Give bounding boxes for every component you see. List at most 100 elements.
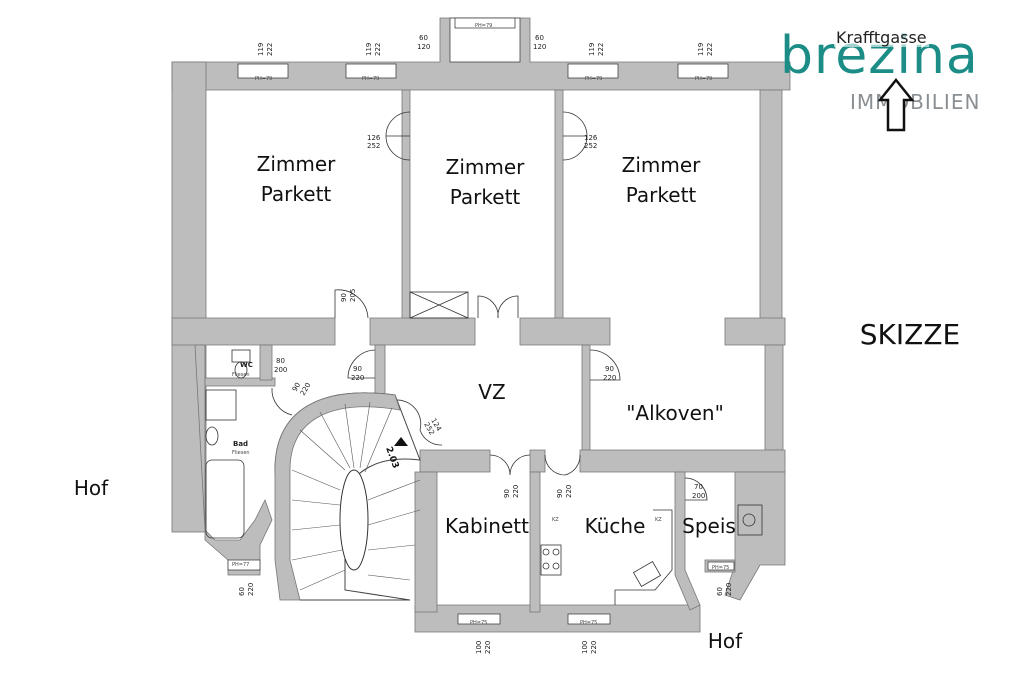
door-z2-z3 xyxy=(562,111,588,161)
label-kabinett: Kabinett xyxy=(445,514,529,538)
door-zimmer1 xyxy=(334,289,369,319)
dim-17: 60 xyxy=(238,587,246,596)
kz-1: KZ xyxy=(552,517,559,523)
wall-kabinett-kueche xyxy=(529,471,541,613)
dim-6: 119 xyxy=(697,43,705,56)
dim-19: 100 xyxy=(475,641,483,654)
wall-wc-right xyxy=(259,344,273,381)
dim-14b: 220 xyxy=(512,485,520,498)
dim-17b: 220 xyxy=(247,583,255,596)
label-wc-floor: Fliesen xyxy=(232,372,250,378)
plan-title: SKIZZE xyxy=(860,318,960,351)
wall-z1-z2 xyxy=(401,89,411,321)
label-zimmer2-l1: Zimmer xyxy=(446,155,526,179)
logo-street: Krafftgasse xyxy=(834,28,929,47)
stair-steps xyxy=(291,401,421,591)
window-kueche xyxy=(567,613,611,625)
shower xyxy=(205,389,237,421)
dim-alkoven-b: 220 xyxy=(603,374,616,382)
wall-bath xyxy=(194,344,273,576)
door-z1-z2 xyxy=(385,111,411,161)
wc-bowl xyxy=(234,361,248,379)
door-kabinett xyxy=(489,454,531,476)
ph-5: PH=79 xyxy=(695,76,712,82)
dim-9b: 205 xyxy=(349,289,357,302)
burner-4 xyxy=(552,562,560,570)
cabinet-cross xyxy=(409,291,469,319)
bathtub xyxy=(205,459,245,539)
dim-8b: 252 xyxy=(584,142,597,150)
window-4 xyxy=(677,63,729,79)
dim-15: 90 xyxy=(556,489,564,498)
wall-z2-z3 xyxy=(554,89,564,321)
door-kueche xyxy=(544,454,581,476)
label-zimmer2-l2: Parkett xyxy=(450,185,521,209)
door-vz xyxy=(347,349,376,379)
wall-left xyxy=(171,61,207,533)
dim-1b: 222 xyxy=(266,43,274,56)
logo-sub: IMMOBILIEN xyxy=(850,90,981,114)
label-wc: WC xyxy=(240,361,253,369)
dim-16: 70 xyxy=(694,483,703,491)
stove xyxy=(540,544,562,576)
wall-kueche-right xyxy=(674,471,701,611)
dim-14: 90 xyxy=(503,489,511,498)
dim-8: 126 xyxy=(584,134,598,142)
burner-3 xyxy=(542,562,550,570)
ph-6: PH=77 xyxy=(232,562,249,568)
label-hof-left: Hof xyxy=(74,476,109,500)
dim-20b: 220 xyxy=(590,641,598,654)
dim-7b: 252 xyxy=(367,142,380,150)
dim-3: 60 xyxy=(419,34,428,42)
speis-appliance-dial xyxy=(742,513,756,527)
door-alkoven xyxy=(589,349,621,381)
kz-2: KZ xyxy=(655,517,662,523)
label-zimmer1-l1: Zimmer xyxy=(257,152,337,176)
ph-4: PH=79 xyxy=(585,76,602,82)
wall-bottom xyxy=(414,604,701,633)
dim-18: 60 xyxy=(716,587,724,596)
wall-vz-left xyxy=(374,344,386,396)
dim-16b: 200 xyxy=(692,492,705,500)
window-bad xyxy=(227,559,261,571)
label-kueche: Küche xyxy=(585,514,646,538)
stair-arrow xyxy=(394,437,408,446)
window-kabinett xyxy=(457,613,501,625)
wall-mid xyxy=(171,317,786,346)
window-1 xyxy=(237,63,289,79)
dim-5: 119 xyxy=(588,43,596,56)
dim-6b: 222 xyxy=(706,43,714,56)
label-bad: Bad xyxy=(233,440,248,448)
wall-kabinett-left xyxy=(414,471,438,613)
ph-3: PH=79 xyxy=(475,23,492,29)
dim-2b: 222 xyxy=(374,43,382,56)
dim-12b: 220 xyxy=(351,374,364,382)
dim-11: 90 xyxy=(291,381,302,393)
stair-wall xyxy=(274,392,401,601)
dim-2: 119 xyxy=(365,43,373,56)
dim-9: 90 xyxy=(340,293,348,302)
ph-7: PH=75 xyxy=(470,620,487,626)
dim-12: 90 xyxy=(353,365,362,373)
dim-15b: 220 xyxy=(565,485,573,498)
kitchen-counter xyxy=(614,509,673,605)
label-zimmer1-l2: Parkett xyxy=(261,182,332,206)
ph-2: PH=79 xyxy=(362,76,379,82)
window-2 xyxy=(345,63,397,79)
wall-vz-alkoven xyxy=(581,344,591,451)
cabinet-zimmer2 xyxy=(409,291,469,319)
dim-4b: 120 xyxy=(533,43,546,51)
stair-well xyxy=(339,469,369,571)
label-speis: Speis xyxy=(682,514,736,538)
wall-right-mid xyxy=(764,344,784,451)
dim-1: 119 xyxy=(257,43,265,56)
label-zimmer3-l2: Parkett xyxy=(626,183,697,207)
dim-10: 80 xyxy=(276,357,285,365)
window-balcony xyxy=(454,17,516,29)
door-stair xyxy=(394,399,443,446)
burner-1 xyxy=(542,548,550,556)
label-vz: VZ xyxy=(478,380,505,404)
speis-appliance xyxy=(737,504,763,536)
window-3 xyxy=(567,63,619,79)
